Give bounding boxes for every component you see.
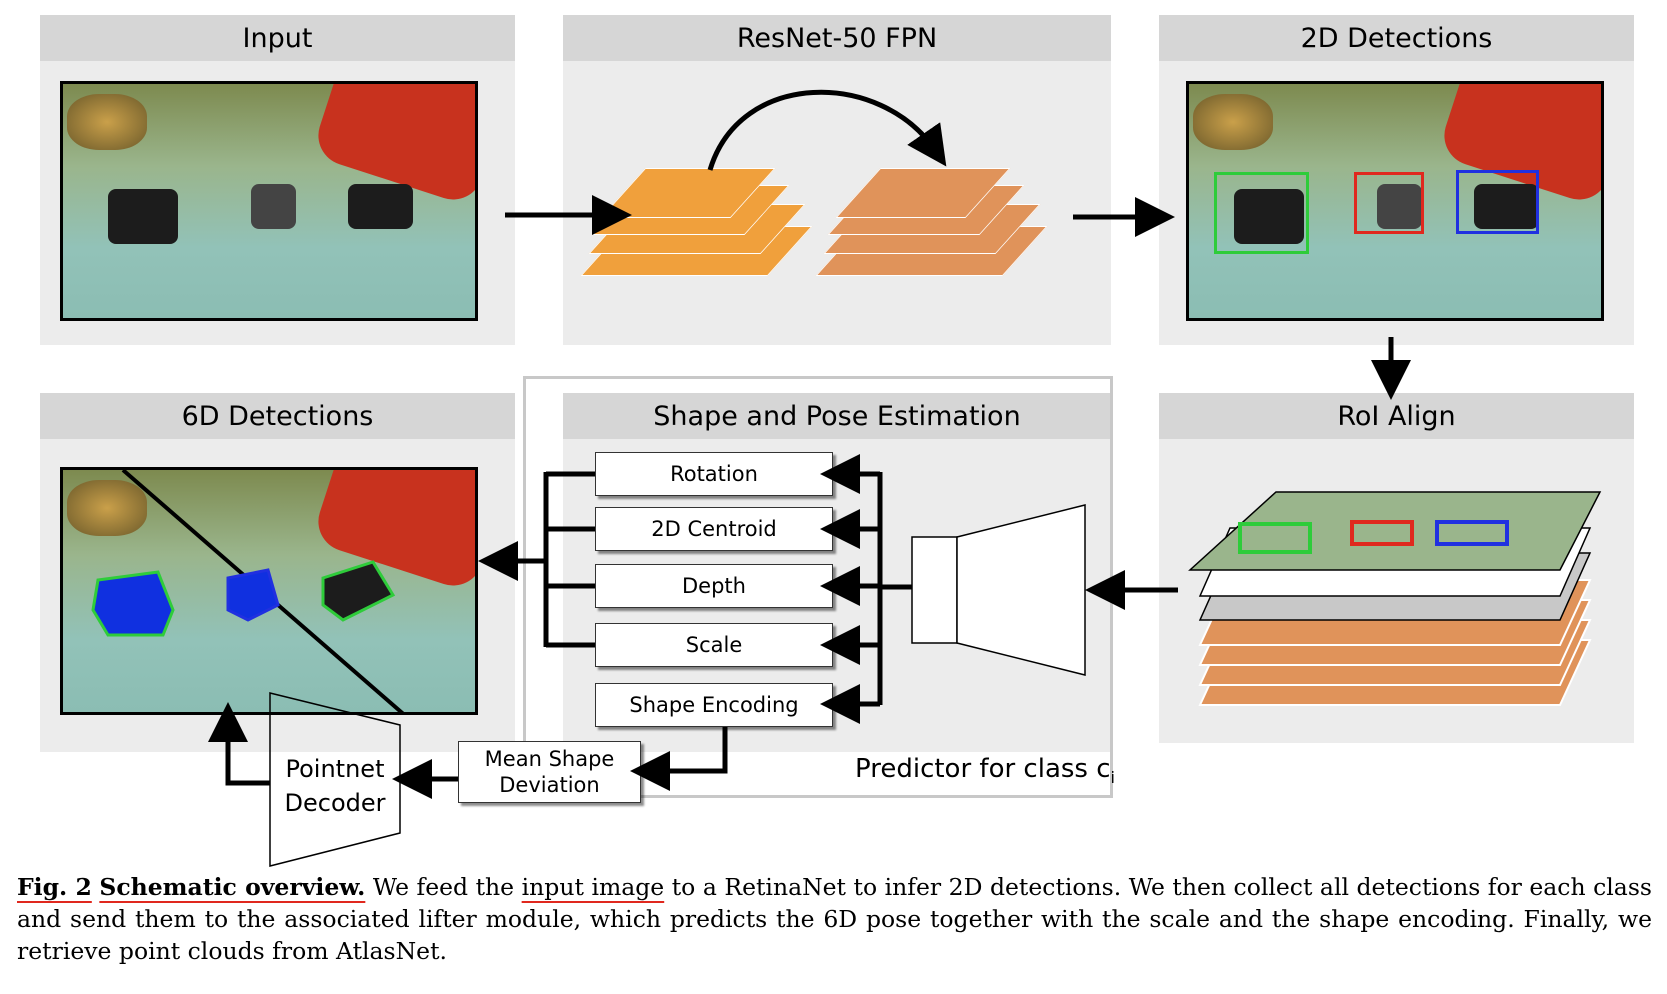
camera-left [1234, 189, 1304, 244]
trapezoid-decoder-icon [269, 692, 401, 867]
decoder-line2: Decoder [284, 789, 386, 817]
detections2d-image [1186, 81, 1604, 321]
caption-highlight: input image [521, 873, 665, 901]
bbox-green [1214, 172, 1309, 254]
feature-map-stack-icon [1188, 491, 1602, 706]
caption-fig-label: Fig. 2 [17, 873, 92, 901]
pillow-shape [1193, 94, 1273, 150]
bbox-red [1354, 172, 1424, 234]
panel-title-input: Input [40, 15, 515, 61]
arrow-icon [707, 89, 947, 171]
panel-title-fpn: ResNet-50 FPN [563, 15, 1111, 61]
mean-shape-label: Mean Shape Deviation [484, 747, 615, 797]
camera-right [1474, 184, 1539, 229]
panel-title-6d-detections: 6D Detections [40, 393, 515, 439]
arrow-icon [630, 727, 728, 791]
panel-title-roi-align: RoI Align [1159, 393, 1634, 439]
trapezoid-encoder-icon [911, 504, 1086, 676]
arrow-icon [208, 702, 270, 786]
predictor-label: Predictor for class ci [855, 754, 1115, 787]
caption-text-1: We feed the [372, 873, 515, 901]
centroid-box: 2D Centroid [595, 507, 833, 551]
camera-middle [1377, 184, 1422, 229]
camera-left [108, 189, 178, 244]
rotation-box: Rotation [595, 452, 833, 496]
predictor-label-text: Predictor for class c [855, 754, 1111, 784]
predictor-label-subscript: i [1110, 768, 1115, 788]
figure-caption: Fig. 2 Schematic overview. We feed the i… [17, 871, 1652, 967]
scale-box: Scale [595, 623, 833, 667]
detections6d-panel: 6D Detections [40, 393, 515, 752]
input-panel: Input [40, 15, 515, 345]
panel-title-shape-pose: Shape and Pose Estimation [563, 393, 1111, 439]
mean-shape-deviation-box: Mean Shape Deviation [458, 741, 641, 803]
camera-middle [251, 184, 296, 229]
pillow-shape [67, 480, 147, 536]
panel-title-2d-detections: 2D Detections [1159, 15, 1634, 61]
pillow-shape [67, 94, 147, 150]
camera-right [348, 184, 413, 229]
detections6d-image [60, 467, 478, 715]
fpn-panel: ResNet-50 FPN [563, 15, 1111, 345]
input-image [60, 81, 478, 321]
detections2d-panel: 2D Detections [1159, 15, 1634, 345]
caption-title: Schematic overview. [99, 873, 366, 901]
depth-box: Depth [595, 564, 833, 608]
pointnet-decoder-label: Pointnet Decoder [270, 752, 400, 820]
caption-text-2: to a RetinaNet to infer 2D detections. W… [17, 873, 1652, 965]
pose-overlay [91, 470, 405, 712]
bbox-blue [1456, 170, 1539, 234]
decoder-line1: Pointnet [285, 755, 385, 783]
